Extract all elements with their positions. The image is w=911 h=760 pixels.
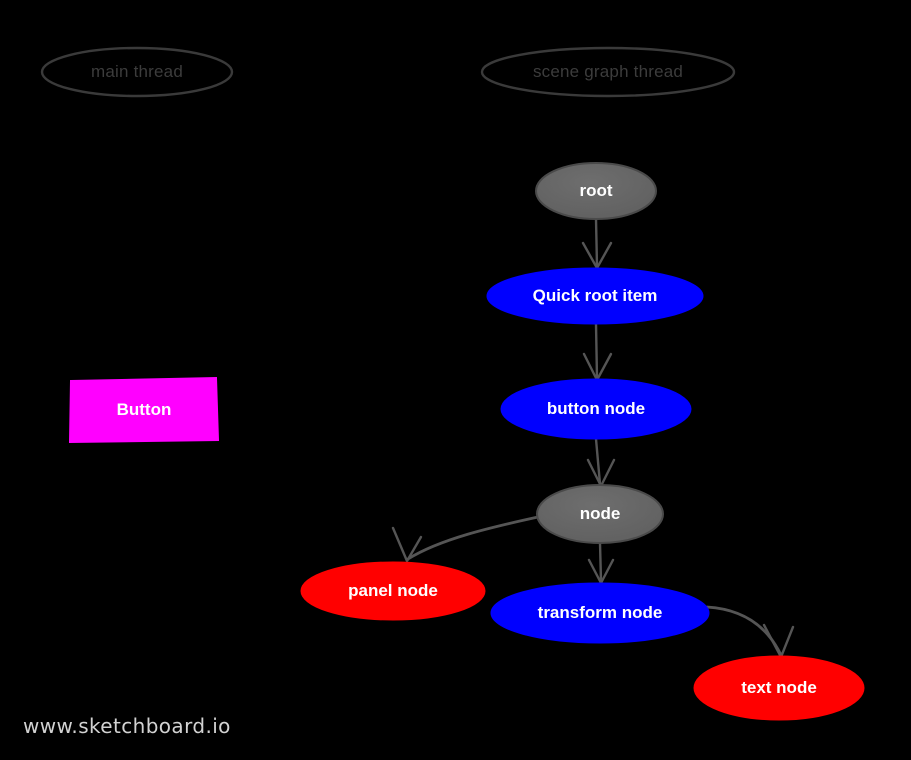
lane-ellipse-scene-graph-thread[interactable] <box>480 46 736 98</box>
node-shape-transform-node[interactable] <box>490 582 710 644</box>
edge-quick-root-item-to-button-node <box>582 322 613 382</box>
node-shape-button-node[interactable] <box>500 378 692 440</box>
edge-node-to-panel-node <box>391 515 540 563</box>
node-shape-panel-node[interactable] <box>300 561 486 621</box>
edge-root-to-quick-root-item <box>581 217 613 270</box>
edge-node-to-transform-node <box>587 541 615 585</box>
node-shape-node[interactable] <box>536 484 664 544</box>
node-shape-text-node[interactable] <box>693 655 865 721</box>
edge-transform-node-to-text-node <box>705 605 795 659</box>
edge-button-node-to-node <box>586 437 616 488</box>
widget-shape-button[interactable] <box>68 376 220 444</box>
node-shape-quick-root-item[interactable] <box>486 267 704 325</box>
node-shape-root[interactable] <box>535 162 657 220</box>
lane-ellipse-main-thread[interactable] <box>40 46 234 98</box>
watermark-sketchboard: www.sketchboard.io <box>23 714 231 738</box>
